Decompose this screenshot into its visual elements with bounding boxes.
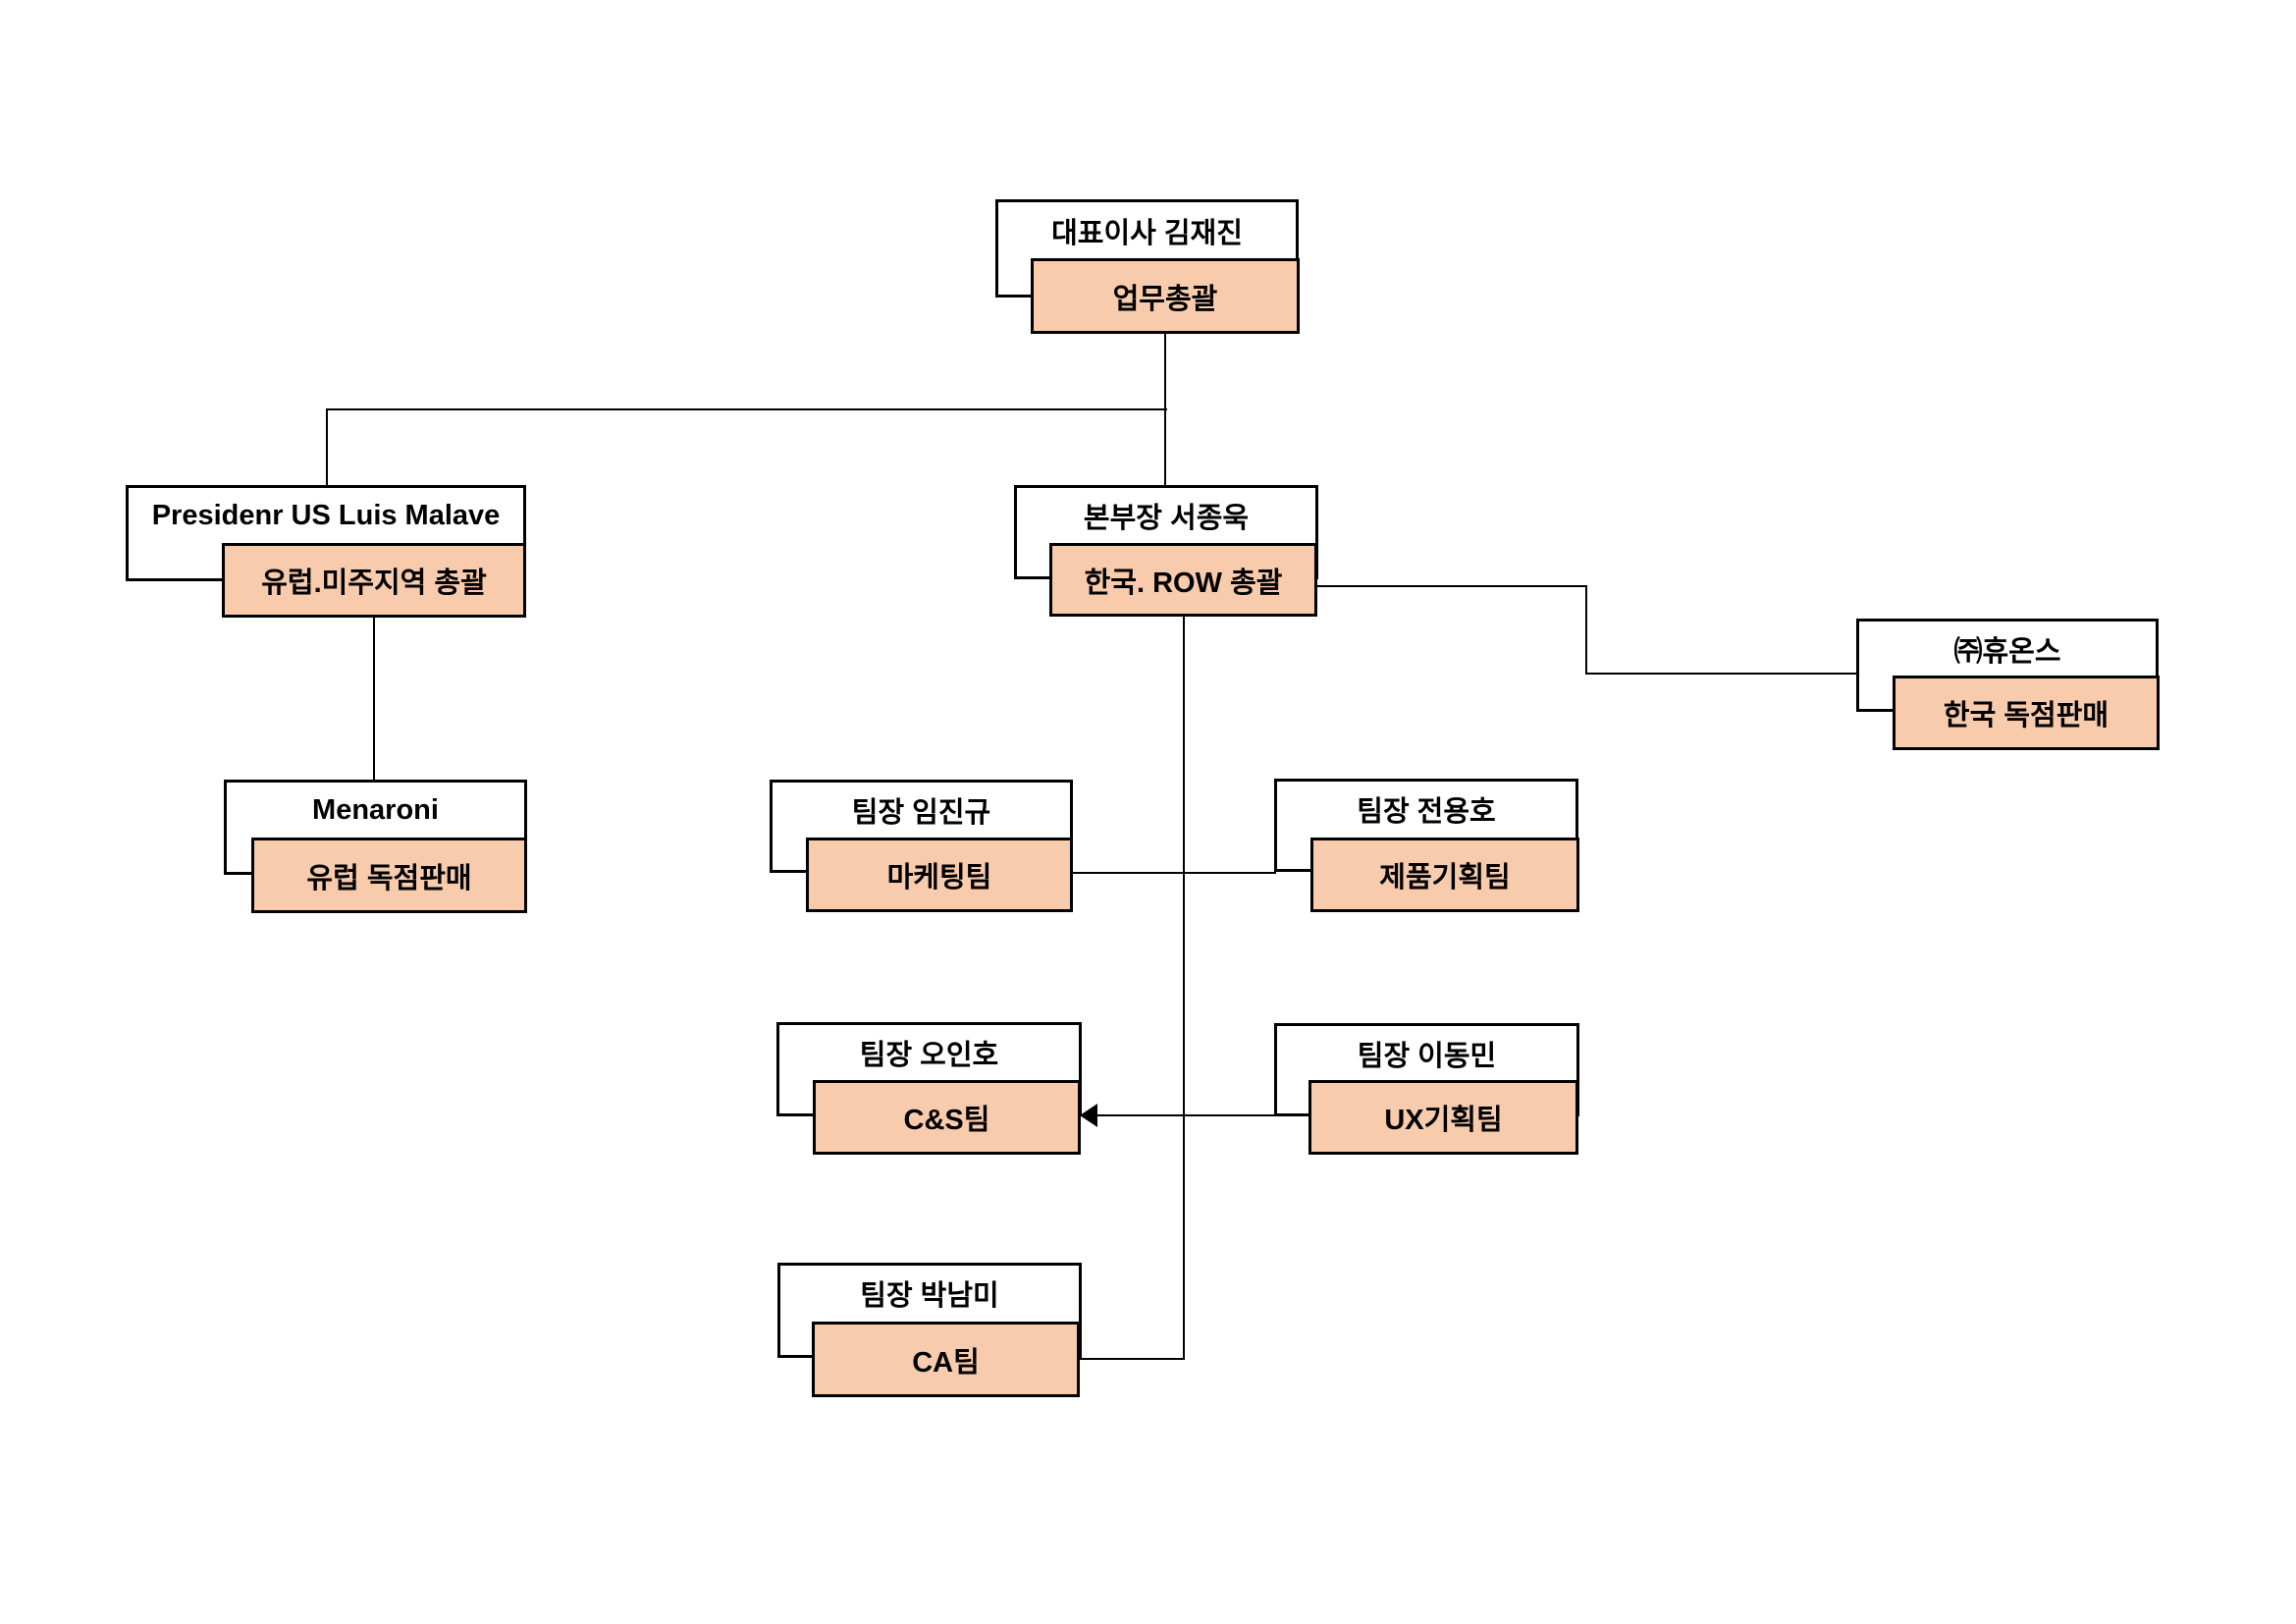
node-role-huons: 한국 독점판매 [1893, 676, 2160, 750]
node-title-marketing-team: 팀장 임진규 [851, 797, 991, 829]
node-role-menaroni: 유럽 독점판매 [251, 838, 527, 913]
connector-ceo-riser [1164, 334, 1166, 410]
node-title-ceo: 대표이사 김재진 [1051, 218, 1243, 249]
connector-distribution-line [326, 408, 1167, 410]
node-role-ceo: 업무총괄 [1031, 258, 1300, 334]
node-role-cs-team: C&S팀 [813, 1080, 1081, 1155]
node-title-president-us: Presidenr US Luis Malave [151, 499, 501, 531]
connector-hq-huons-v [1585, 585, 1587, 675]
connector-drop-president-us [326, 408, 328, 487]
node-title-ca-team: 팀장 박남미 [860, 1280, 999, 1312]
node-role-president-us: 유럽.미주지역 총괄 [222, 543, 526, 618]
arrowhead-into-cs-team-icon [1080, 1104, 1097, 1127]
connector-drop-hq-director [1164, 408, 1166, 487]
node-role-hq-director: 한국. ROW 총괄 [1049, 543, 1317, 617]
node-title-cs-team: 팀장 오인호 [859, 1040, 999, 1071]
connector-marketing-product [1073, 872, 1276, 874]
node-title-product-planning: 팀장 전용호 [1357, 796, 1496, 828]
node-role-ux-planning: UX기획팀 [1308, 1080, 1578, 1155]
connector-ca-trunk [1080, 1358, 1185, 1360]
connector-hq-huons-h2 [1585, 673, 1858, 675]
connector-hq-huons-h1 [1316, 585, 1587, 587]
node-role-ca-team: CA팀 [812, 1322, 1080, 1397]
node-title-huons: ㈜휴온스 [1953, 636, 2061, 668]
node-title-ux-planning: 팀장 이동민 [1357, 1041, 1497, 1072]
connector-hq-trunk [1183, 615, 1185, 1360]
connector-president-menaroni [373, 616, 375, 782]
node-role-product-planning: 제품기획팀 [1310, 838, 1579, 912]
node-title-hq-director: 본부장 서종욱 [1083, 503, 1250, 534]
node-title-menaroni: Menaroni [312, 793, 439, 826]
node-role-marketing-team: 마케팅팀 [806, 838, 1073, 912]
connector-ux-cs-line [1094, 1114, 1276, 1116]
